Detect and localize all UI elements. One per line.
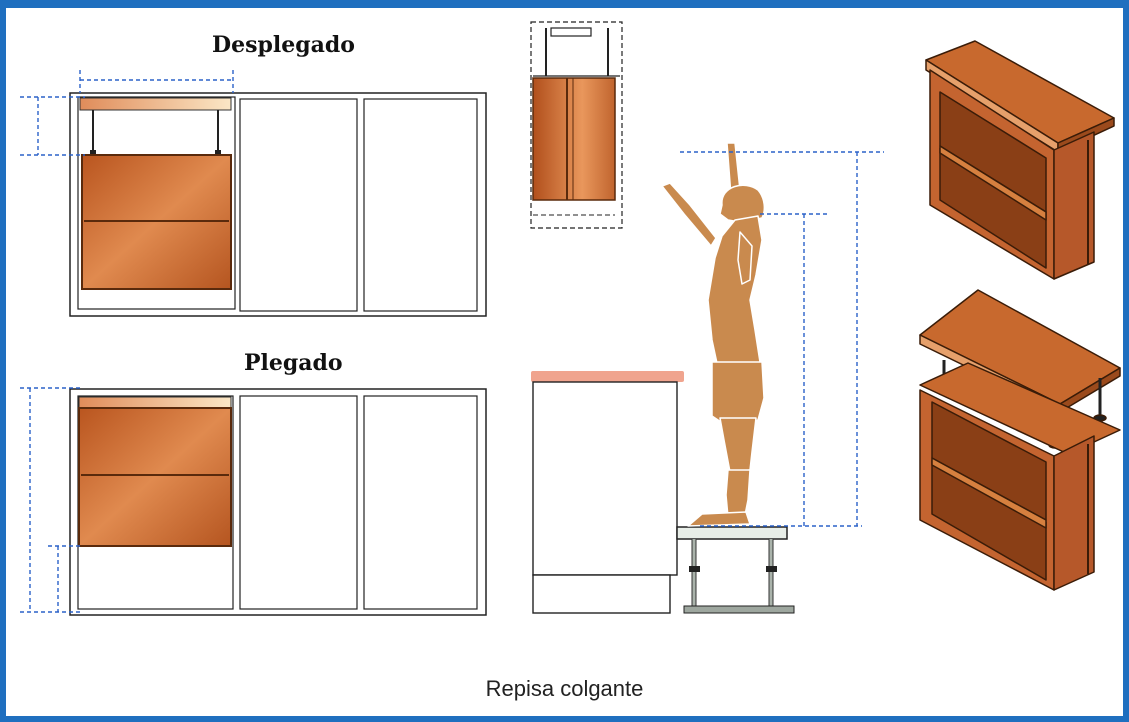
section-cabinet (532, 77, 616, 201)
unfolded-elevation (20, 70, 487, 317)
hanging-shelf (79, 97, 232, 111)
section-view (530, 21, 623, 229)
isometric-closed-view (925, 40, 1115, 280)
unfolded-title: Desplegado (212, 32, 355, 58)
folded-title: Plegado (244, 350, 343, 376)
reach-dimensions (680, 151, 884, 527)
step-stool-icon (676, 526, 795, 614)
diagram-caption: Repisa colgante (485, 676, 644, 701)
folded-cabinet (78, 407, 232, 547)
isometric-open-view (919, 289, 1121, 591)
person-reaching-icon (661, 142, 766, 527)
folded-elevation (20, 387, 487, 616)
base-cabinet (531, 371, 684, 614)
countertop (531, 371, 684, 382)
